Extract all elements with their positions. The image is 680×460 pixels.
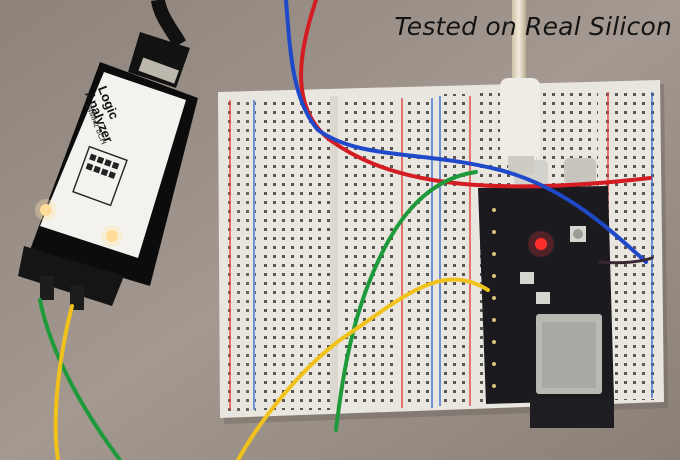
blue-wire — [284, 0, 648, 264]
green-wire — [38, 170, 478, 460]
logic-analyzer-device — [18, 0, 198, 310]
usb-c-cable — [500, 0, 540, 174]
yellow-wire — [53, 277, 490, 460]
jumper-wires — [38, 0, 654, 460]
esp32-devkit-board — [478, 158, 614, 428]
image-caption: Tested on Real Silicon — [394, 12, 672, 41]
red-wire — [299, 0, 652, 189]
